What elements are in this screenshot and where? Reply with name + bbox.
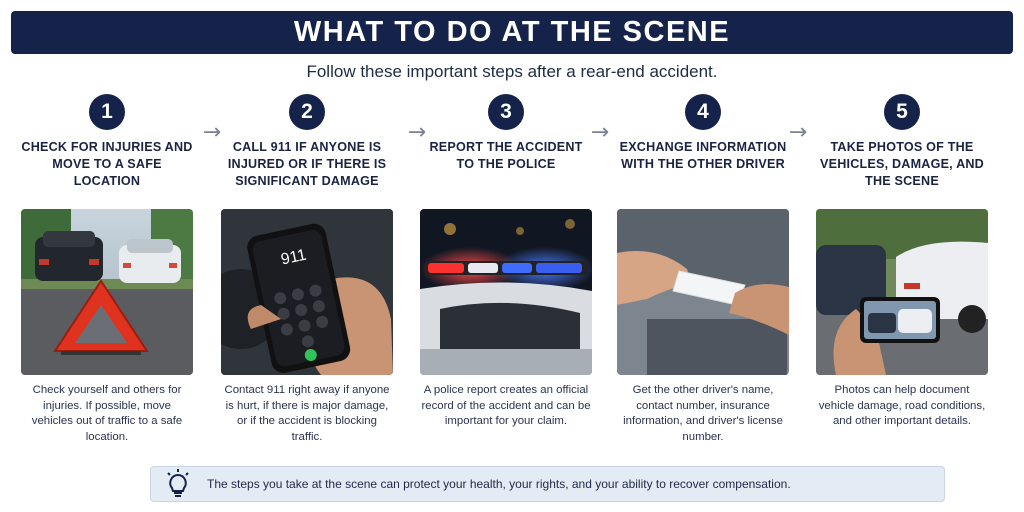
step-title: EXCHANGE INFORMATION WITH THE OTHER DRIV… <box>619 140 787 171</box>
step-1: 1 CHECK FOR INJURIES AND MOVE TO A SAFE … <box>21 94 193 445</box>
step-description: Photos can help document vehicle damage,… <box>818 384 986 428</box>
step-2: 2 CALL 911 IF ANYONE IS INJURED OR IF TH… <box>221 94 393 445</box>
arrow-right-icon: → <box>407 120 427 145</box>
warning-triangle-scene-image <box>21 209 193 375</box>
step-number-badge: 3 <box>488 94 524 130</box>
step-1-photo <box>21 209 193 375</box>
arrow-right-icon: → <box>788 120 808 145</box>
step-3-photo <box>420 209 592 375</box>
header-banner: WHAT TO DO AT THE SCENE <box>11 11 1013 54</box>
step-description: Get the other driver's name, contact num… <box>623 384 783 443</box>
page-subtitle: Follow these important steps after a rea… <box>306 62 718 81</box>
step-description: Check yourself and others for injuries. … <box>31 384 183 443</box>
step-number-badge: 5 <box>884 94 920 130</box>
step-description: Contact 911 right away if anyone is hurt… <box>224 384 390 443</box>
step-number-badge: 1 <box>89 94 125 130</box>
step-title: TAKE PHOTOS OF THE VEHICLES, DAMAGE, AND… <box>820 140 984 188</box>
step-4: 4 EXCHANGE INFORMATION WITH THE OTHER DR… <box>617 94 789 445</box>
taking-photo-of-cars-image <box>816 209 988 375</box>
phone-dialing-911-image <box>221 209 393 375</box>
step-title: CALL 911 IF ANYONE IS INJURED OR IF THER… <box>227 140 387 188</box>
step-number-badge: 2 <box>289 94 325 130</box>
step-5: 5 TAKE PHOTOS OF THE VEHICLES, DAMAGE, A… <box>816 94 988 430</box>
tip-text: The steps you take at the scene can prot… <box>207 477 791 491</box>
step-3: 3 REPORT THE ACCIDENT TO THE POLICE <box>420 94 592 430</box>
step-description: A police report creates an official reco… <box>421 384 591 428</box>
tip-banner: The steps you take at the scene can prot… <box>150 466 945 502</box>
step-number-badge: 4 <box>685 94 721 130</box>
police-car-lights-image <box>420 209 592 375</box>
arrow-right-icon: → <box>202 120 222 145</box>
lightbulb-icon <box>167 469 189 497</box>
page-title: WHAT TO DO AT THE SCENE <box>293 16 731 48</box>
arrow-right-icon: → <box>590 120 610 145</box>
exchanging-card-image <box>617 209 789 375</box>
step-2-photo: 911 <box>221 209 393 375</box>
step-title: REPORT THE ACCIDENT TO THE POLICE <box>429 140 583 171</box>
step-4-photo <box>617 209 789 375</box>
step-5-photo <box>816 209 988 375</box>
step-title: CHECK FOR INJURIES AND MOVE TO A SAFE LO… <box>21 140 193 188</box>
